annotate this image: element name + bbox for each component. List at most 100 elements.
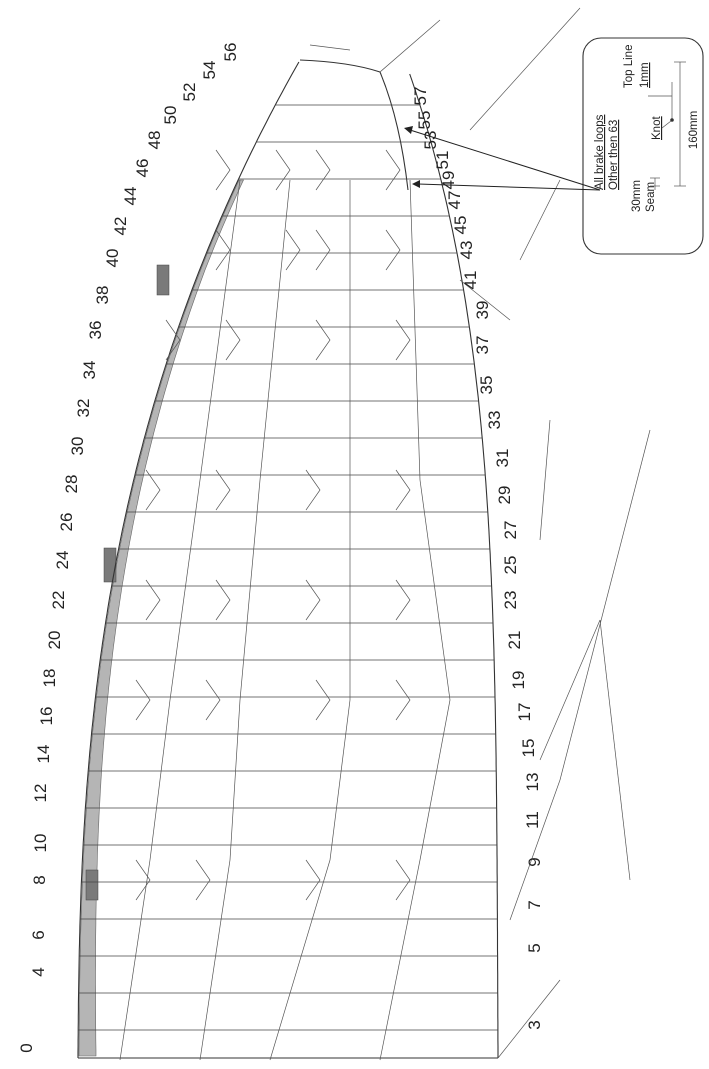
- pointer-arrowhead-2: [412, 180, 420, 188]
- bottom-rib-label: 15: [519, 739, 538, 758]
- brake-loop-callout: All brake loops Other then 63 Knot 30mm …: [404, 37, 704, 255]
- cascade-branch: [395, 679, 411, 721]
- cascade-branch: [385, 229, 401, 271]
- pointer-arrow-2: [417, 183, 601, 191]
- cascade-branch: [205, 679, 221, 721]
- callout-box: [582, 37, 704, 255]
- bottom-rib-label: 39: [473, 301, 492, 320]
- bottom-rib-label: 45: [451, 216, 470, 235]
- brake-cascade-line: [199, 179, 291, 1061]
- top-rib-label: 4: [29, 967, 48, 976]
- brake-cascade-line: [379, 179, 451, 1061]
- top-rib-label: 36: [86, 321, 105, 340]
- bottom-rib-label: 55: [415, 111, 434, 130]
- top-rib-label: 42: [111, 217, 130, 236]
- bottom-rib-label: 41: [461, 271, 480, 290]
- suspension-line: [539, 419, 551, 541]
- callout-title-line2: Other then 63: [608, 120, 620, 190]
- top-rib-label: 0: [17, 1043, 36, 1052]
- top-rib-label: 46: [133, 159, 152, 178]
- cascade-branch: [215, 579, 231, 621]
- tip-outline: [299, 59, 409, 191]
- bottom-rib-label: 7: [525, 900, 544, 909]
- suspension-line: [519, 179, 561, 261]
- cascade-branch: [305, 469, 321, 511]
- bottom-rib-label: 57: [411, 87, 430, 106]
- cascade-branch: [195, 859, 211, 901]
- suspension-line: [469, 7, 581, 131]
- cascade-branch: [275, 149, 291, 191]
- wing-planform: [77, 7, 651, 1061]
- brake-cascade-line: [269, 180, 351, 1061]
- top-rib-label: 34: [80, 361, 99, 380]
- suspension-line: [509, 779, 561, 921]
- bottom-rib-label: 51: [433, 151, 452, 170]
- bottom-rib-label: 47: [445, 191, 464, 210]
- top-rib-labels: 0468101214161820222426283032343638404244…: [17, 43, 240, 1053]
- cascade-branch: [145, 579, 161, 621]
- top-rib-label: 26: [57, 513, 76, 532]
- suspension-line: [559, 429, 651, 781]
- knot-dot: [670, 118, 674, 122]
- pointer-arrowhead-1: [404, 126, 413, 134]
- top-rib-label: 48: [145, 131, 164, 150]
- cascade-branch: [395, 319, 411, 361]
- top-rib-label: 6: [29, 930, 48, 939]
- bottom-rib-label: 25: [501, 556, 520, 575]
- cascade-branch: [395, 579, 411, 621]
- cascade-branch: [305, 579, 321, 621]
- bottom-rib-label: 19: [509, 671, 528, 690]
- top-rib-label: 8: [30, 875, 49, 884]
- cascade-branch: [215, 229, 231, 271]
- bottom-rib-label: 43: [457, 241, 476, 260]
- suspension-line: [459, 279, 511, 321]
- top-rib-label: 16: [37, 707, 56, 726]
- reinforcement-patch: [103, 547, 117, 583]
- cascade-branch: [215, 149, 231, 191]
- bottom-rib-label: 29: [495, 486, 514, 505]
- bottom-rib-label: 23: [501, 591, 520, 610]
- knot-leader: [661, 120, 672, 129]
- top-line-label: Top Line: [623, 45, 635, 88]
- reinforcement-patch: [156, 264, 170, 296]
- suspension-line: [539, 619, 601, 761]
- callout-title-line1: All brake loops: [594, 114, 606, 190]
- leading-edge-outline: [77, 61, 300, 1058]
- top-rib-label: 28: [62, 475, 81, 494]
- cascade-branch: [395, 859, 411, 901]
- cascade-branch: [315, 229, 331, 271]
- cascade-branch: [315, 679, 331, 721]
- top-rib-label: 56: [221, 43, 240, 62]
- gap-label: 1mm: [639, 62, 651, 88]
- top-rib-label: 30: [68, 437, 87, 456]
- bottom-rib-label: 31: [493, 449, 512, 468]
- bottom-rib-label: 3: [525, 1020, 544, 1029]
- bottom-rib-label: 37: [473, 336, 492, 355]
- bottom-rib-label: 53: [421, 131, 440, 150]
- bottom-rib-label: 11: [523, 811, 542, 829]
- bottom-rib-label: 5: [525, 943, 544, 952]
- bottom-rib-label: 33: [485, 411, 504, 430]
- cascade-branch: [145, 469, 161, 511]
- top-rib-label: 22: [49, 591, 68, 610]
- top-rib-label: 12: [31, 784, 50, 803]
- cascade-branch: [215, 469, 231, 511]
- bottom-rib-label: 13: [523, 773, 542, 792]
- leading-edge-band: [78, 179, 244, 1057]
- suspension-line: [599, 619, 631, 881]
- suspension-line: [497, 979, 561, 1059]
- knot-label: Knot: [651, 116, 663, 140]
- cascade-branch: [135, 859, 151, 901]
- top-rib-label: 40: [103, 249, 122, 268]
- top-rib-label: 20: [45, 631, 64, 650]
- top-rib-label: 44: [121, 187, 140, 206]
- cascade-branch: [315, 319, 331, 361]
- cascade-branch: [225, 319, 241, 361]
- top-rib-label: 14: [34, 745, 53, 764]
- brake-cascade-line: [119, 179, 241, 1061]
- pointer-arrow-1: [409, 129, 601, 191]
- top-rib-label: 38: [93, 286, 112, 305]
- cascade-branch: [385, 149, 401, 191]
- bottom-rib-label: 21: [505, 631, 524, 650]
- top-rib-label: 18: [40, 669, 59, 688]
